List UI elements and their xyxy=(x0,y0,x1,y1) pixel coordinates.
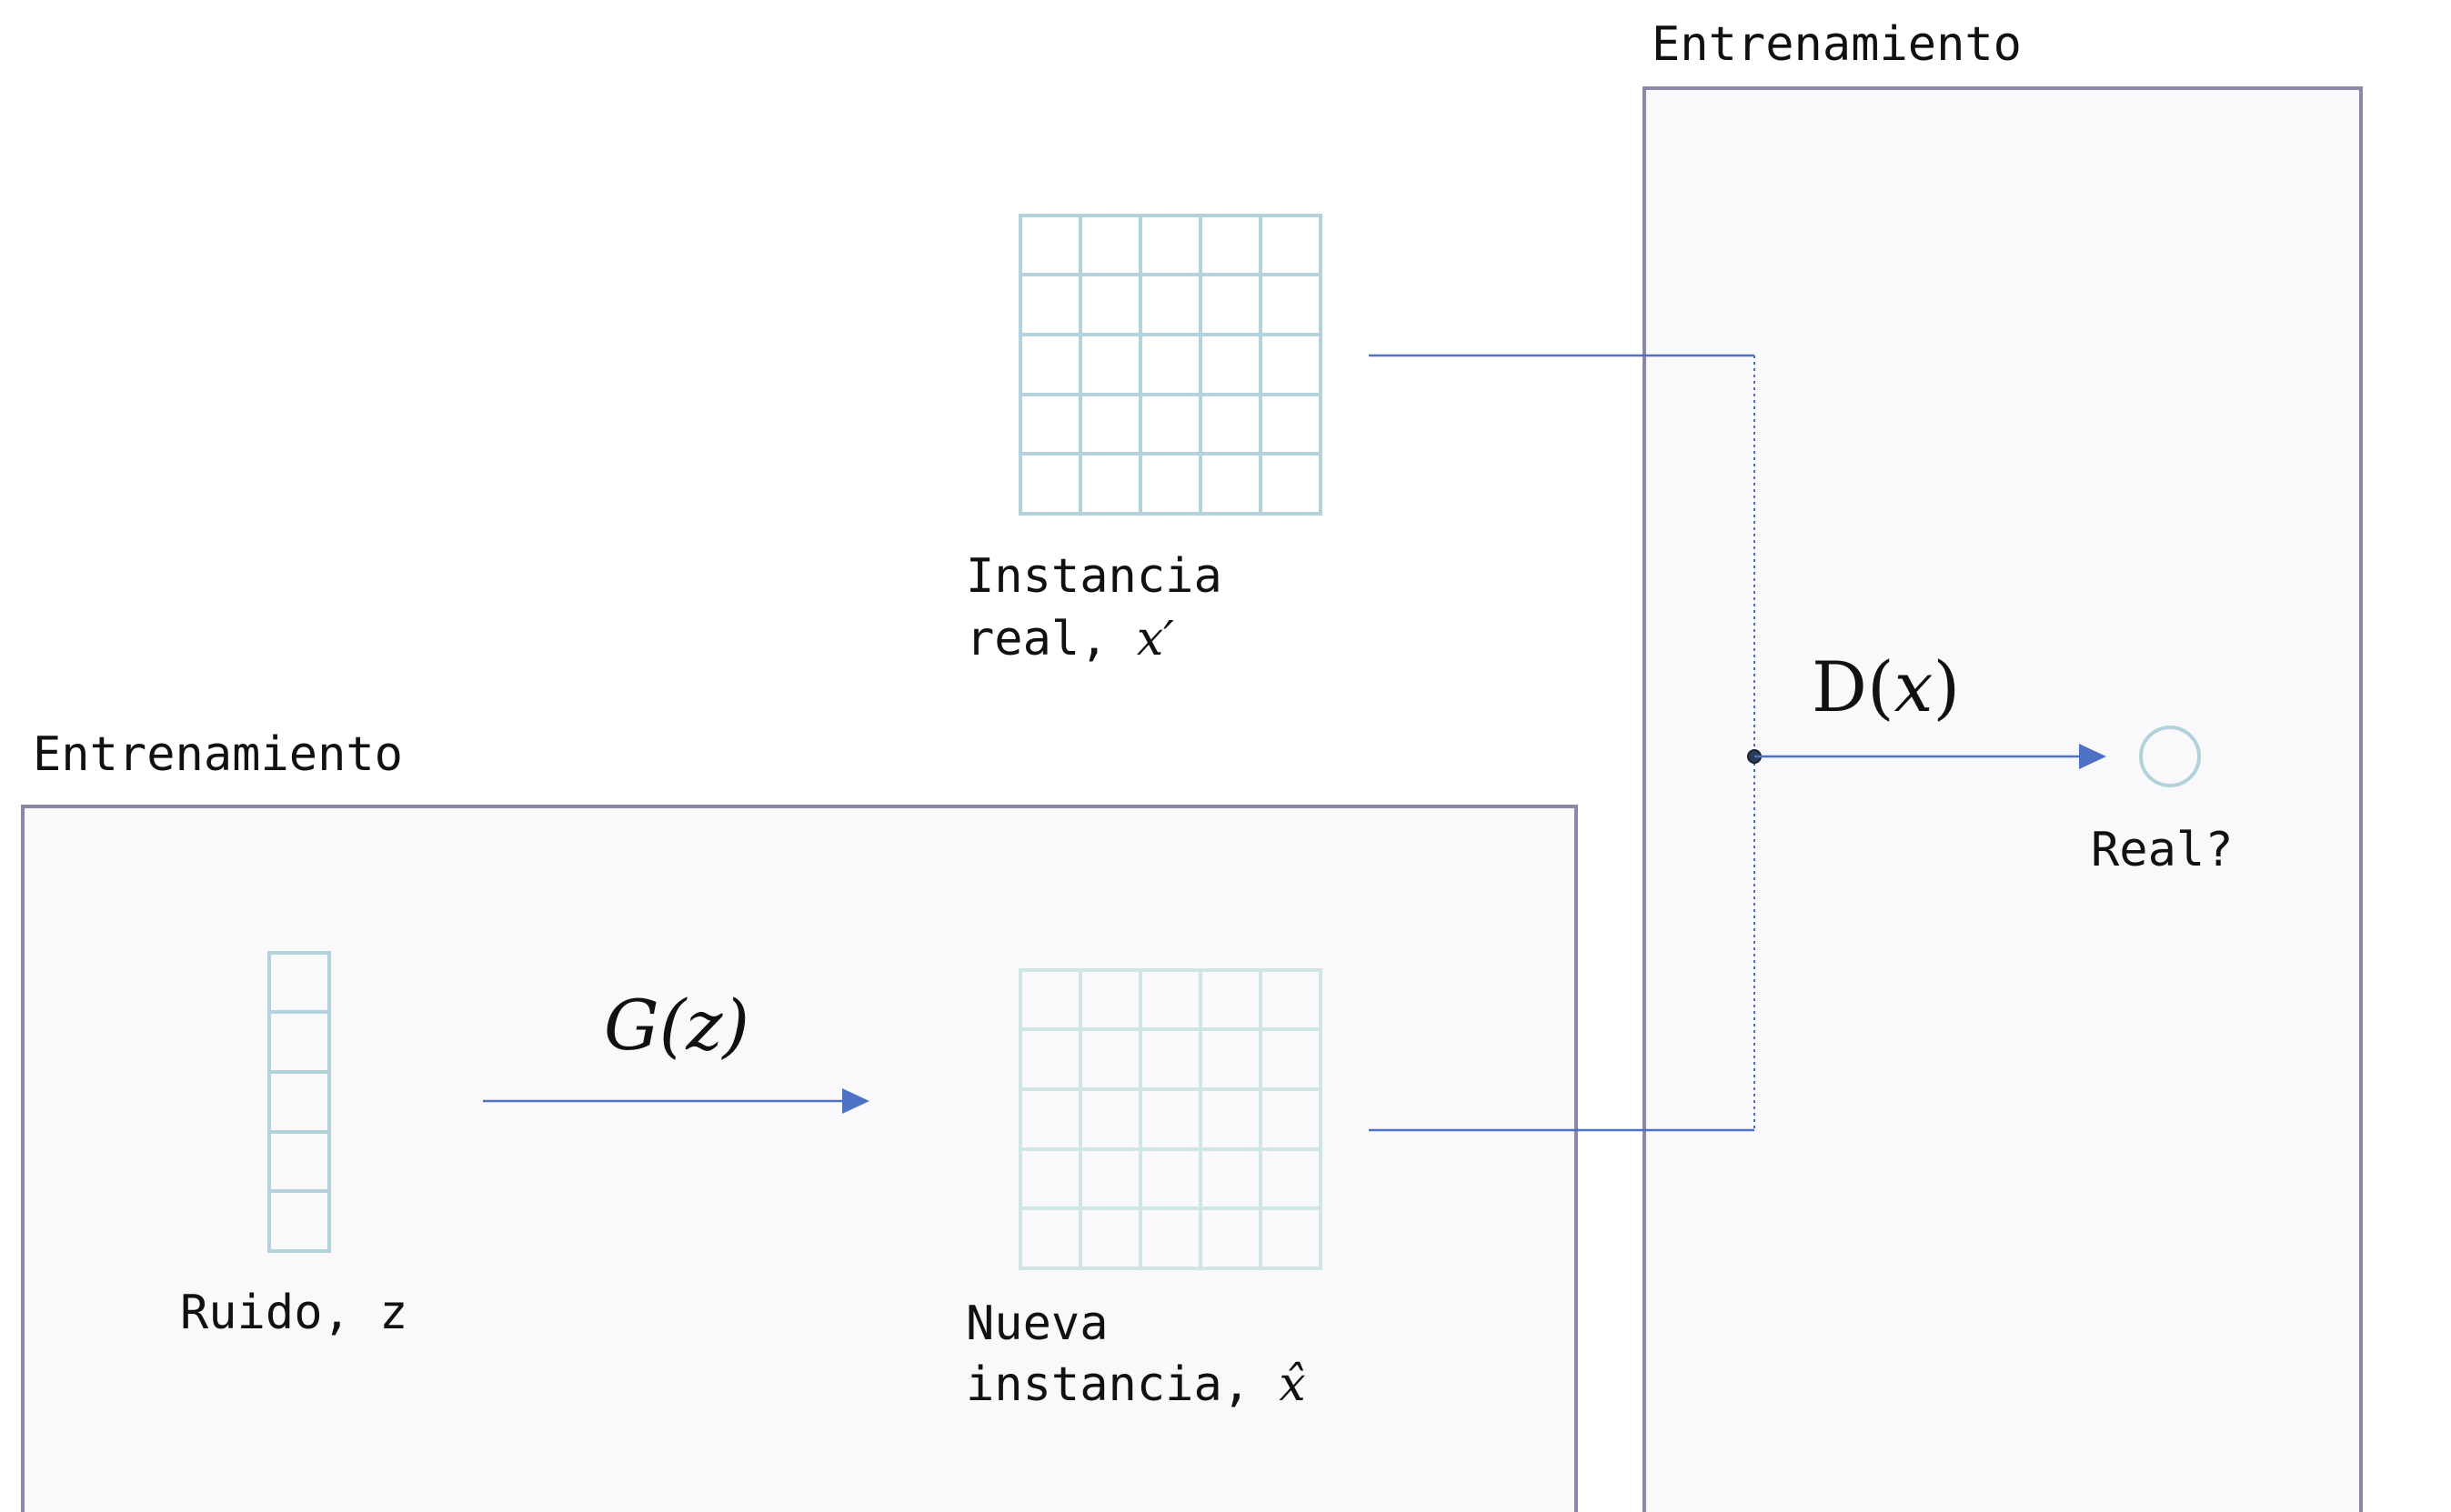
generator-arrowhead xyxy=(842,1088,869,1114)
real-instance-grid xyxy=(1019,214,1322,516)
generator-panel xyxy=(21,805,1578,1512)
discriminator-panel xyxy=(1642,86,2363,1512)
generated-instance-label-math: x̂ xyxy=(1279,1357,1305,1412)
real-instance-label-line1: Instancia xyxy=(966,549,1222,604)
output-node xyxy=(2139,726,2201,787)
real-instance-label-text: real, xyxy=(966,612,1137,666)
discriminator-function-open: ( xyxy=(1867,646,1894,727)
discriminator-function-prefix: D xyxy=(1812,646,1867,727)
output-label: Real? xyxy=(2091,823,2234,877)
discriminator-function-close: ) xyxy=(1933,646,1960,727)
generated-instance-label-line2: instancia, x̂ xyxy=(966,1357,1306,1412)
discriminator-arrowhead xyxy=(2079,744,2106,769)
discriminator-function-var: x xyxy=(1894,646,1934,727)
generated-instance-grid xyxy=(1019,968,1322,1270)
real-instance-label-line2: real, x′ xyxy=(966,612,1174,666)
noise-label: Ruido, z xyxy=(180,1286,407,1340)
generated-instance-label-line1: Nueva xyxy=(966,1297,1109,1351)
discriminator-function-label: D(x) xyxy=(1812,646,1960,727)
generated-instance-label-text: instancia, xyxy=(966,1357,1279,1412)
noise-vector xyxy=(267,951,331,1253)
generator-panel-title: Entrenamiento xyxy=(33,727,403,782)
generator-function-label: G(z) xyxy=(604,985,749,1066)
discriminator-panel-title: Entrenamiento xyxy=(1652,17,2022,72)
real-instance-label-math: x′ xyxy=(1137,612,1174,666)
